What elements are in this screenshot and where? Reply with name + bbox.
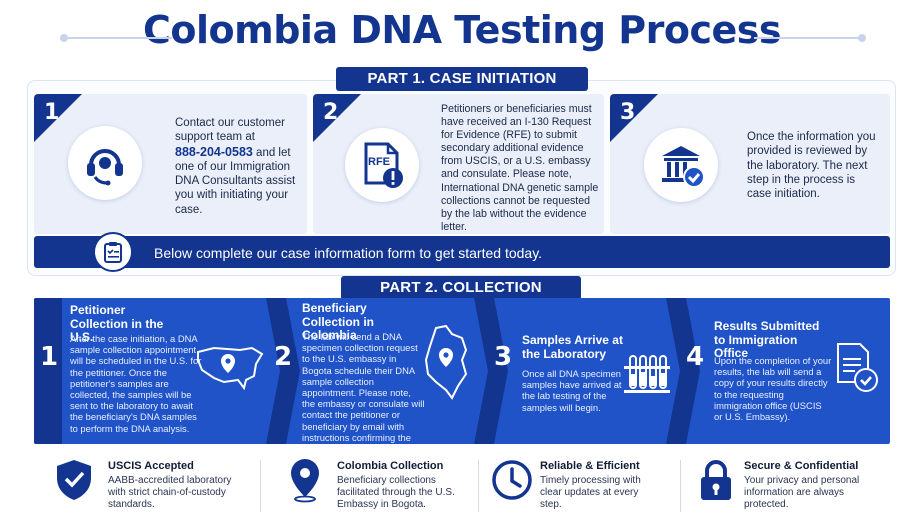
colombia-map-pin-icon [422, 324, 470, 405]
feature-uscis: USCIS Accepted AABB-accredited laborator… [52, 456, 252, 516]
divider [260, 460, 261, 512]
feature-title: Colombia Collection [337, 460, 444, 472]
case-card-1-text: Contact our customer support team at 888… [175, 117, 296, 216]
cta-text[interactable]: Below complete our case information form… [154, 245, 543, 261]
test-tubes-icon [622, 352, 672, 401]
case-card-3-text: Once the information you provided is rev… [747, 131, 876, 201]
divider [478, 460, 479, 512]
feature-secure: Secure & Confidential Your privacy and p… [694, 456, 894, 516]
government-building-check-icon [644, 128, 718, 202]
step-number: 2 [274, 342, 293, 372]
page-title: Colombia DNA Testing Process [143, 8, 781, 52]
svg-text:RFE: RFE [368, 156, 390, 168]
step-3-text: Once all DNA specimen samples have arriv… [522, 368, 622, 413]
step-1-text: After the case initiation, a DNA sample … [70, 333, 202, 434]
card-corner [34, 94, 82, 142]
step-number: 3 [494, 342, 513, 372]
location-pin-icon [283, 458, 327, 503]
step-4-title: Results Submitted to Immigration Office [714, 319, 820, 360]
feature-colombia: Colombia Collection Beneficiary collecti… [283, 456, 483, 516]
case-card-2: 2 RFE Petitioners or beneficiaries must … [313, 94, 604, 234]
step-2-title: Beneficiary Collection in Colombia [302, 301, 374, 342]
feature-title: USCIS Accepted [108, 460, 194, 472]
rfe-document-icon: RFE [345, 128, 419, 202]
case-card-3: 3 Once the information you provided is r… [610, 94, 890, 234]
title-rule-left [60, 34, 172, 42]
step-1-title: Petitioner Collection in the U.S. [70, 303, 164, 344]
feature-text: AABB-accredited laboratory with strict c… [108, 475, 232, 511]
card-number: 3 [620, 100, 636, 125]
card-number: 1 [44, 100, 60, 125]
shield-check-icon [52, 458, 96, 502]
padlock-icon [694, 458, 738, 502]
step-number: 1 [40, 342, 59, 372]
headset-icon [68, 126, 142, 200]
divider [680, 460, 681, 512]
feature-title: Secure & Confidential [744, 460, 859, 472]
part1-banner: PART 1. CASE INITIATION [336, 67, 588, 91]
clipboard-icon [93, 232, 133, 272]
step-number: 4 [686, 342, 705, 372]
feature-text: Timely processing with clear updates at … [540, 475, 641, 511]
step-4-text: Upon the completion of your results, the… [714, 355, 832, 423]
part2-banner: PART 2. COLLECTION PROCESS [341, 276, 581, 320]
title-rule-right [754, 34, 866, 42]
step-3-title: Samples Arrive at the Laboratory [522, 333, 623, 361]
step-separators [34, 298, 700, 444]
document-check-icon [834, 342, 880, 399]
clock-icon [490, 458, 534, 502]
case-card-2-text: Petitioners or beneficiaries must have r… [441, 103, 599, 233]
card-number: 2 [323, 100, 339, 125]
feature-text: Your privacy and personal information ar… [744, 475, 860, 511]
case-card-1: 1 Contact our customer support team at 8… [34, 94, 307, 234]
feature-text: Beneficiary collections facilitated thro… [337, 475, 455, 511]
case-form-cta[interactable] [34, 236, 890, 268]
feature-reliable: Reliable & Efficient Timely processing w… [490, 456, 690, 516]
feature-title: Reliable & Efficient [540, 460, 640, 472]
step-2-text: The lab will send a DNA specimen collect… [302, 331, 425, 444]
collection-steps-strip: 1 Petitioner Collection in the U.S. Afte… [34, 298, 890, 444]
usa-map-pin-icon [194, 344, 266, 395]
phone-number[interactable]: 888-204-0583 [175, 144, 253, 159]
